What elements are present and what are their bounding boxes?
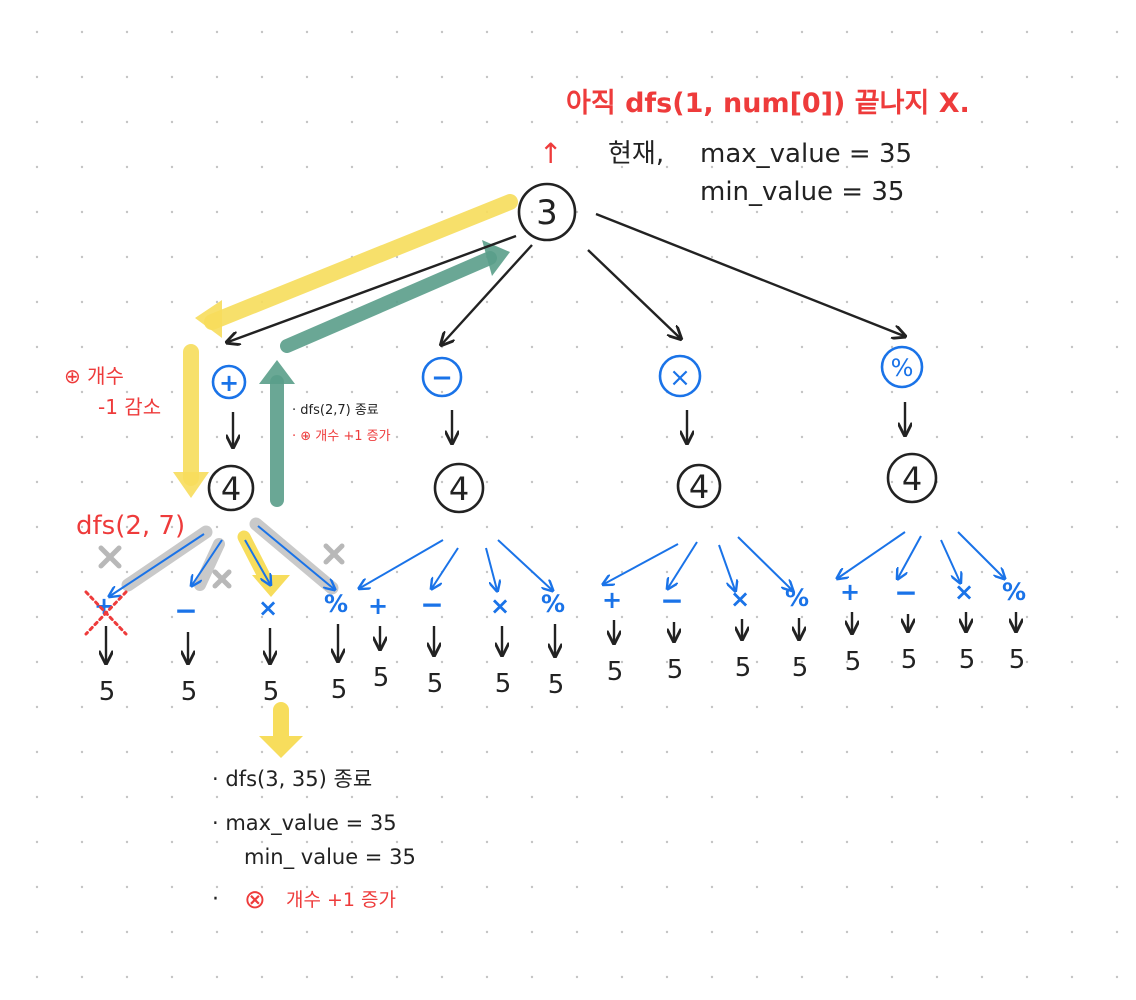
plus-count-label: ⊕ 개수 [64,364,124,388]
leaf-op-multiply-2: × [490,592,510,620]
leaf-op-divide-4: % [1002,578,1026,606]
operator-nodes: + − × % [211,345,924,400]
multiply-circle-icon: ⊗ [244,885,266,915]
dfs-call-label: dfs(2, 7) [76,511,185,541]
bottom-max-value: · max_value = 35 [212,811,397,836]
crossed-out-plus [84,590,128,636]
current-label: 현재, [608,139,664,169]
pruned-marks [98,543,345,589]
plus-increase-note: · ⊕ 개수 +1 증가 [292,429,391,444]
leaf-value: 5 [548,670,565,700]
plus-icon: + [219,369,239,397]
value-node-3: 4 [676,463,722,509]
leaf-value: 5 [331,675,348,705]
svg-text:4: 4 [902,460,922,498]
value-node-2: 4 [433,462,485,514]
leaf-op-plus-1: + [94,592,114,620]
value-nodes: 4 4 4 4 [207,452,938,514]
leaf-op-plus-4: + [840,578,860,606]
leaf-value: 5 [427,669,444,699]
op-node-divide: % [880,345,924,389]
leaf-value: 5 [792,653,809,683]
up-arrow-icon: ↑ [539,137,562,170]
op-node-minus: − [421,356,463,398]
leaf-op-multiply-1: × [258,594,278,622]
leaf-op-minus-2: − [420,588,443,621]
svg-text:4: 4 [221,470,241,508]
leaf-value: 5 [959,645,976,675]
leaf-level: +5 − 5 × 5% 5 +5 − 5 × 5% 5 +5 − 5 × 5% 5 +5 − 5 × 5% 5 [94,576,1026,707]
dot-grid-background [35,30,1119,979]
minus-icon: − [431,363,453,393]
leaf-op-multiply-3: × [730,585,750,613]
header-notes: 아직 dfs(1, num[0]) 끝나지 X. ↑ 현재, max_value… [539,88,970,207]
multiply-icon: × [669,363,691,393]
leaf-op-minus-1: − [174,594,197,627]
bottom-min-value: min_ value = 35 [244,845,416,870]
leaf-op-divide-2: % [541,590,565,618]
value-node-1: 4 [207,464,255,512]
root-node: 3 [517,182,577,242]
dfs-3-35-end: · dfs(3, 35) 종료 [212,767,372,791]
leaf-op-minus-4: − [894,576,917,609]
bottom-notes: · dfs(3, 35) 종료 · max_value = 35 min_ va… [212,767,416,915]
leaf-value: 5 [99,677,116,707]
leaf-op-multiply-4: × [954,578,974,606]
bottom-bullet: · [212,887,219,912]
leaf-op-minus-3: − [660,584,683,617]
root-edges [228,212,904,344]
side-notes: ⊕ 개수 -1 감소 dfs(2, 7) · dfs(2,7) 종료 · ⊕ 개… [64,364,391,541]
leaf-value: 5 [607,657,624,687]
leaf-value: 5 [373,663,390,693]
leaf-value: 5 [181,677,198,707]
op-to-value-edges [233,402,905,446]
leaf-value: 5 [845,647,862,677]
leaf-op-divide-1: % [324,590,348,618]
plus-count-decrease: -1 감소 [98,395,161,419]
leaf-value: 5 [1009,645,1026,675]
highlight-paths [121,194,518,758]
leaf-value: 5 [901,645,918,675]
unfinished-note: 아직 dfs(1, num[0]) 끝나지 X. [566,88,970,119]
leaf-value: 5 [667,655,684,685]
value-node-4: 4 [886,452,938,504]
leaf-op-divide-3: % [785,584,809,612]
leaf-op-plus-3: + [602,586,622,614]
leaf-value: 5 [263,677,280,707]
multiply-increase-note: 개수 +1 증가 [286,889,396,911]
dfs-end-note: · dfs(2,7) 종료 [292,403,379,418]
root-value: 3 [536,193,558,233]
divide-icon: % [891,354,914,382]
leaf-op-plus-2: + [368,592,388,620]
svg-text:4: 4 [689,468,709,506]
leaf-edges [110,525,1004,596]
min-value-line: min_value = 35 [700,177,904,207]
svg-text:4: 4 [449,470,469,508]
op-node-multiply: × [658,354,702,398]
leaf-value: 5 [735,653,752,683]
op-node-plus: + [211,364,247,400]
max-value-line: max_value = 35 [700,139,912,169]
leaf-value: 5 [495,669,512,699]
